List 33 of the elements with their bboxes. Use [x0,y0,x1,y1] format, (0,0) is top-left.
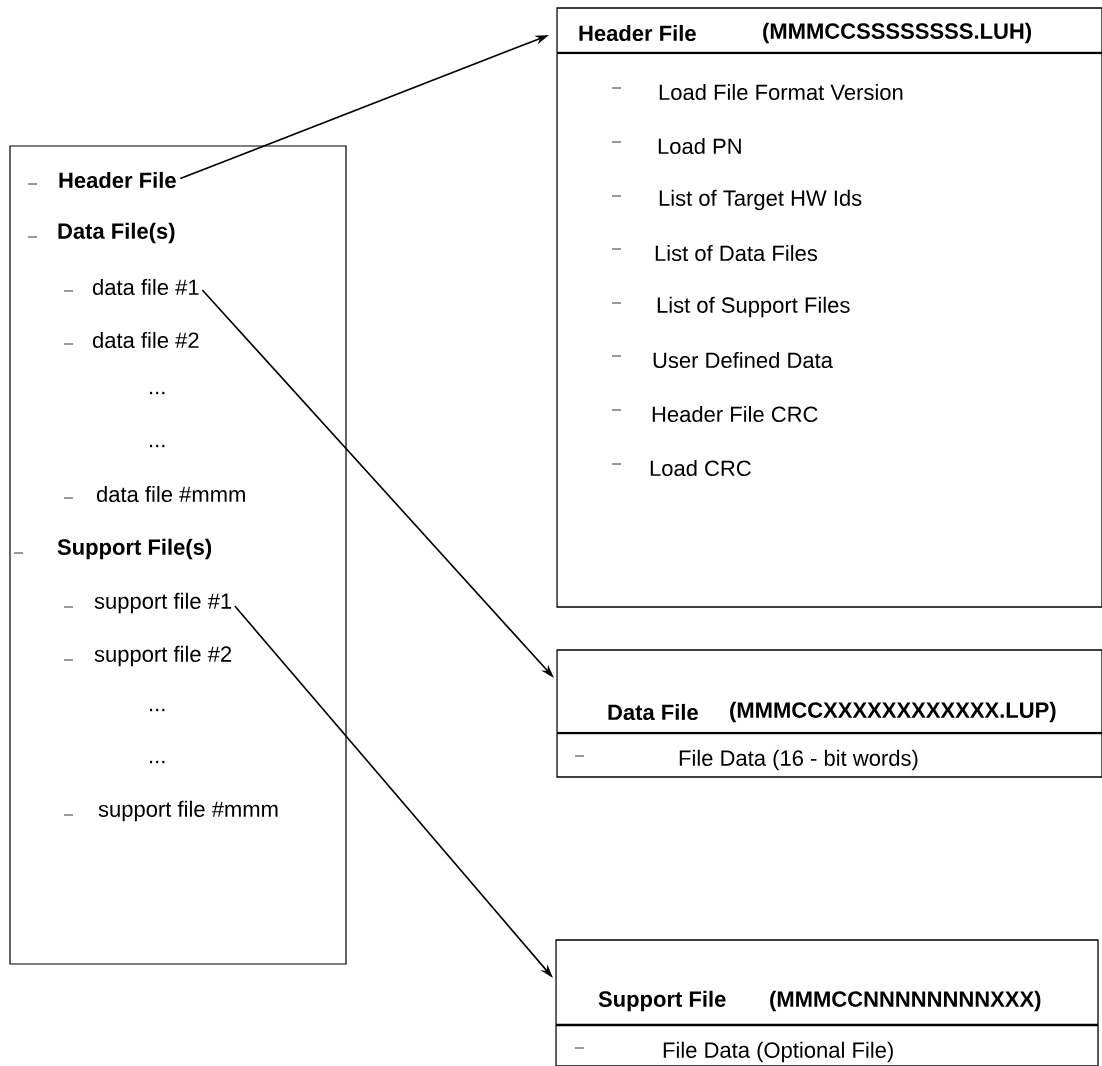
list-item: File Data (16 - bit words) [679,749,918,771]
list-item: ... [150,444,165,448]
box-heading: (MMMCCNNNNNNNNXXX) [770,990,1041,1012]
list-item: ... [150,391,165,395]
file-box [555,939,1099,1066]
list-item: support file #2 [94,645,232,667]
list-item: Support File(s) [57,538,212,560]
list-item: File Data (Optional File) [663,1041,893,1063]
list-item: Load CRC [650,459,751,477]
list-item: Header File CRC [652,405,818,423]
box-heading: Header File [579,24,696,42]
list-item: ... [150,708,165,712]
box-heading: (MMMCCXXXXXXXXXXXX.LUP) [730,701,1056,723]
list-item: Header File [59,171,176,189]
list-item: ... [150,760,165,764]
list-item: data file #2 [92,331,199,349]
list-item: data file #mmm [96,485,245,503]
list-item: data file #1 [92,278,199,296]
list-item: List of Target HW Ids [659,189,862,211]
list-item: Load PN [658,137,741,155]
list-box [9,145,347,965]
list-item: support file #mmm [98,800,278,822]
list-item: List of Data Files [655,244,818,262]
list-item: Load File Format Version [659,83,903,101]
box-heading: Support File [598,990,726,1012]
list-item: Data File(s) [58,222,175,244]
file-box [556,649,1102,778]
list-item: User Defined Data [653,351,833,369]
box-heading: (MMMCCSSSSSSSS.LUH) [763,22,1032,44]
box-heading: Data File [608,703,698,721]
list-item: support file #1 [94,592,232,614]
file-box [556,7,1102,608]
list-item: List of Support Files [657,296,850,318]
